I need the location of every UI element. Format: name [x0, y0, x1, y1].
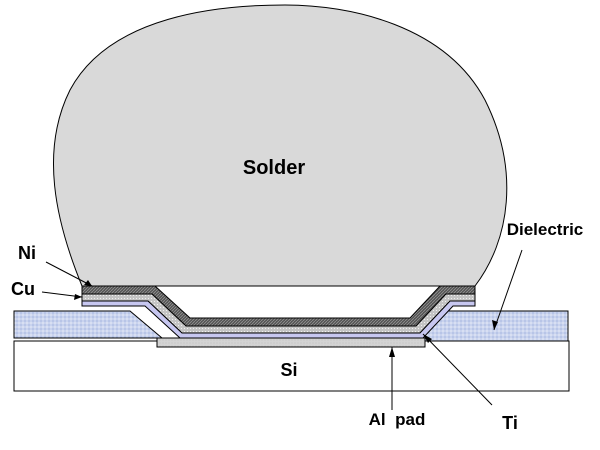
dielectric-arrowhead	[492, 320, 498, 330]
cu-label: Cu	[11, 279, 35, 299]
ni-leader-line	[45, 261, 93, 287]
ti-layer	[81, 300, 476, 339]
al-pad-label: Al pad	[369, 410, 426, 429]
ni-arrowhead	[84, 280, 92, 286]
dielectric-layer-left	[13, 310, 164, 339]
dielectric-label: Dielectric	[507, 220, 584, 239]
cu-arrowhead	[74, 294, 82, 300]
ti-label: Ti	[502, 413, 518, 433]
al-pad-arrowhead	[389, 347, 395, 357]
silicon-substrate	[13, 340, 570, 392]
solder-label: Solder	[243, 157, 305, 179]
ti-arrowhead	[423, 334, 432, 343]
solder-ball	[52, 4, 508, 287]
ti-leader-line	[422, 333, 493, 406]
ni-label: Ni	[18, 243, 36, 263]
si-label: Si	[280, 360, 297, 380]
dielectric-leader-line	[493, 249, 523, 331]
al-pad	[156, 337, 426, 348]
